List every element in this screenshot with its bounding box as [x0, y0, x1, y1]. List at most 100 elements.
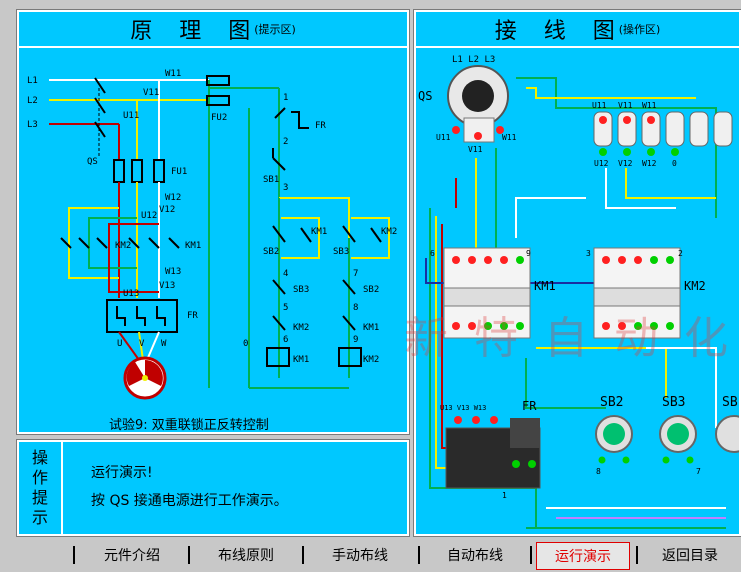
label-l3: L3: [27, 120, 38, 130]
schematic-title: 原 理 图: [130, 19, 261, 44]
label-w12: W12: [165, 193, 181, 203]
label-w: W: [161, 339, 167, 349]
wiring-label-l123: L1 L2 L3: [452, 55, 495, 65]
label-km1-aux: KM1: [311, 227, 327, 237]
wiring-label-n8: 8: [596, 467, 601, 476]
separator: [418, 546, 420, 564]
wiring-label-v11-qs: V11: [468, 145, 483, 154]
label-qs: QS: [87, 157, 98, 167]
wiring-label-w12: W12: [642, 159, 657, 168]
wiring-principles-button[interactable]: 布线原则: [218, 548, 274, 564]
wiring-label-u12: U12: [594, 159, 609, 168]
label-sb3-b: SB3: [293, 285, 309, 295]
label-u: U: [117, 339, 122, 349]
hint-line-2: 按 QS 接通电源进行工作演示。: [91, 493, 288, 509]
wiring-title: 接 线 图: [494, 19, 625, 44]
label-v11: V11: [143, 88, 159, 98]
label-km2-coil: KM2: [363, 355, 379, 365]
schematic-caption: 试验9: 双重联锁正反转控制: [109, 418, 269, 433]
label-km1-aux2: KM1: [363, 323, 379, 333]
label-km2-aux: KM2: [381, 227, 397, 237]
label-sb2: SB2: [263, 247, 279, 257]
wiring-diagram[interactable]: L1 L2 L3 QS U11 V11 W11 U11 V11 W11 U12 …: [416, 48, 739, 534]
label-sb2-b: SB2: [363, 285, 379, 295]
hint-label-char: 示: [31, 508, 48, 527]
label-km2-main: KM2: [115, 241, 131, 251]
label-v12: V12: [159, 205, 175, 215]
back-to-menu-button[interactable]: 返回目录: [662, 548, 718, 564]
label-v13: V13: [159, 281, 175, 291]
label-l2: L2: [27, 96, 38, 106]
label-u13: U13: [123, 289, 139, 299]
wiring-label-n0: 0: [672, 159, 677, 168]
auto-wiring-button[interactable]: 自动布线: [447, 548, 503, 564]
label-fr-contact: FR: [315, 121, 326, 131]
wiring-label-qs: QS: [418, 89, 432, 103]
label-n1: 1: [283, 93, 288, 103]
schematic-panel: 原 理 图 (提示区): [17, 10, 409, 434]
label-km2-aux2: KM2: [293, 323, 309, 333]
hint-label-char: 提: [31, 488, 48, 507]
manual-wiring-button[interactable]: 手动布线: [332, 548, 388, 564]
wiring-label-n3: 3: [586, 249, 591, 258]
label-n8: 8: [353, 303, 358, 313]
label-n3: 3: [283, 183, 288, 193]
label-fu1: FU1: [171, 167, 187, 177]
wiring-label-sb3: SB3: [662, 395, 685, 410]
operation-hint-label: 操 作 提 示: [19, 442, 63, 534]
wiring-label-w11-qs: W11: [502, 133, 517, 142]
separator: [530, 546, 532, 564]
hint-line-1: 运行演示!: [91, 465, 153, 481]
wiring-panel: 接 线 图 (操作区): [404, 10, 741, 536]
wiring-label-fr-terms: U13 V13 W13: [440, 404, 486, 412]
wiring-label-v11: V11: [618, 101, 633, 110]
separator: [302, 546, 304, 564]
bottom-toolbar: 元件介绍 布线原则 手动布线 自动布线 运行演示 返回目录: [0, 536, 741, 572]
label-sb3: SB3: [333, 247, 349, 257]
separator: [636, 546, 638, 564]
schematic-diagram: L1 L2 L3 QS U11 V11 W11 FU1 FU2 U12 V12 …: [27, 69, 397, 400]
wiring-label-n2: 2: [678, 249, 683, 258]
wiring-label-u11-qs: U11: [436, 133, 451, 142]
wiring-label-n1: 1: [502, 491, 507, 500]
label-km1-coil: KM1: [293, 355, 309, 365]
label-u12: U12: [141, 211, 157, 221]
wiring-label-w11: W11: [642, 101, 657, 110]
label-fu2: FU2: [211, 113, 227, 123]
wiring-label-sb-partial: SB: [722, 395, 738, 410]
watermark: 新 特 自 动 化: [404, 313, 734, 364]
label-w11: W11: [165, 69, 181, 79]
label-fr: FR: [187, 311, 198, 321]
wiring-label-n7: 7: [696, 467, 701, 476]
hint-label-char: 操: [31, 448, 48, 467]
schematic-subtitle: (提示区): [254, 23, 296, 36]
run-demo-button[interactable]: 运行演示: [536, 542, 630, 570]
wiring-label-km2: KM2: [684, 279, 706, 293]
label-n6: 6: [283, 335, 288, 345]
label-n7: 7: [353, 269, 358, 279]
schematic-title-bar: 原 理 图 (提示区): [19, 12, 407, 48]
hint-label-char: 作: [31, 468, 48, 487]
wiring-title-bar: 接 线 图 (操作区): [416, 12, 739, 48]
wiring-label-u11: U11: [592, 101, 607, 110]
operation-hint-panel: 操 作 提 示 运行演示! 按 QS 接通电源进行工作演示。: [17, 440, 409, 536]
wiring-subtitle: (操作区): [618, 23, 661, 36]
label-w13: W13: [165, 267, 181, 277]
wiring-label-n9: 9: [526, 249, 531, 258]
wiring-label-sb2: SB2: [600, 395, 623, 410]
label-sb1: SB1: [263, 175, 279, 185]
label-l1: L1: [27, 76, 38, 86]
label-n0: 0: [243, 339, 248, 349]
wiring-label-km1: KM1: [534, 279, 556, 293]
components-intro-button[interactable]: 元件介绍: [104, 548, 160, 564]
wiring-label-fr: FR: [522, 399, 537, 413]
label-n2: 2: [283, 137, 288, 147]
label-n5: 5: [283, 303, 288, 313]
wiring-label-v12: V12: [618, 159, 633, 168]
separator: [188, 546, 190, 564]
label-km1-main: KM1: [185, 241, 201, 251]
label-n4: 4: [283, 269, 288, 279]
label-n9: 9: [353, 335, 358, 345]
wiring-label-n6: 6: [430, 249, 435, 258]
label-u11: U11: [123, 111, 139, 121]
